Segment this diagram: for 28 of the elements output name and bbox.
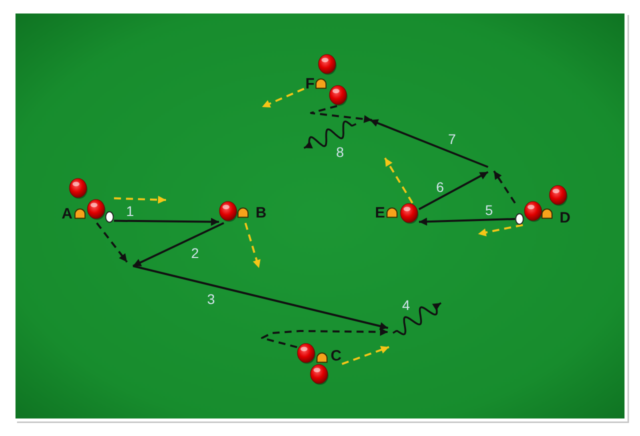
arrow [418, 171, 488, 210]
arrow [132, 222, 224, 267]
station-letter: E [375, 206, 385, 220]
step-number: 8 [336, 145, 344, 159]
arrow [418, 218, 516, 226]
station-letter: C [330, 348, 342, 364]
edge-label: 1 [126, 204, 134, 218]
dashed-arrow [96, 222, 128, 263]
dashed-arrow [310, 105, 372, 124]
step-number: 4 [402, 298, 410, 312]
edge-label: 5 [485, 203, 493, 217]
station-letter: F [305, 76, 315, 92]
step-number: 3 [207, 292, 215, 306]
dashed-arrow [384, 157, 414, 204]
edge-label: 6 [436, 180, 444, 194]
dashed-arrow [114, 196, 166, 204]
station-letter: B [256, 206, 266, 220]
station-letter: A [62, 206, 72, 222]
dashed-arrow [493, 170, 516, 204]
station-letter: D [560, 210, 570, 226]
dashed-arrow [342, 346, 390, 365]
dashed-arrow [244, 222, 261, 268]
dashed-arrow [262, 88, 304, 108]
arrow [114, 218, 220, 226]
dashed-arrow [261, 328, 388, 348]
step-number: 7 [448, 132, 456, 146]
dashed-arrow [478, 224, 523, 236]
edge-label: 2 [191, 246, 199, 260]
